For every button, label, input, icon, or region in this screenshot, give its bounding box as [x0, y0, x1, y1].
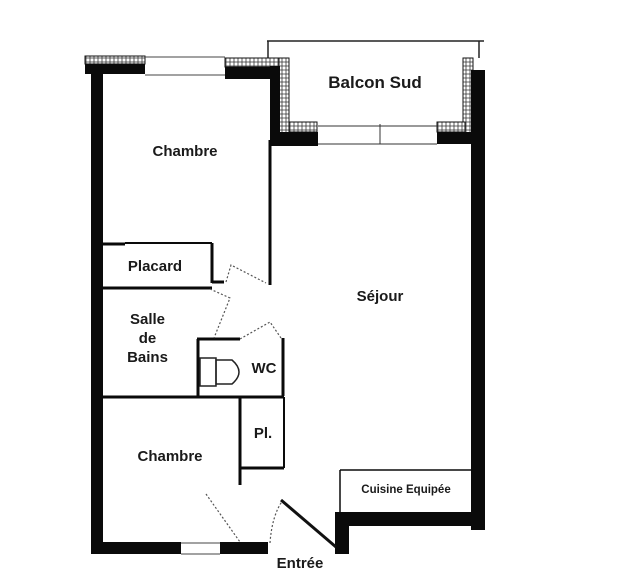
room-label-chambre-1: Chambre	[152, 143, 218, 160]
right-wall	[471, 70, 485, 530]
room-label-placard: Placard	[127, 258, 183, 275]
room-label-sejour: Séjour	[356, 288, 404, 305]
entry-wall	[335, 512, 349, 554]
room-label-chambre-2: Chambre	[137, 448, 203, 465]
entry-door	[280, 498, 337, 549]
room-label-pl: Pl.	[253, 425, 273, 442]
room-label-salle-de-bains: Salle de Bains	[127, 311, 168, 366]
balcony-walls	[270, 57, 474, 146]
room-label-balcon: Balcon Sud	[328, 73, 422, 92]
room-label-cuisine: Cuisine Equipée	[361, 484, 451, 496]
top-wall	[84, 55, 286, 79]
kitchen-wall	[340, 512, 472, 526]
balcony-railing	[267, 40, 484, 58]
room-label-entree: Entrée	[276, 555, 324, 572]
left-wall	[91, 64, 103, 554]
toilet-icon	[199, 357, 240, 387]
door-swings	[205, 264, 284, 544]
bottom-wall	[91, 542, 268, 555]
room-label-wc: WC	[251, 360, 277, 377]
interior-walls	[103, 140, 471, 512]
